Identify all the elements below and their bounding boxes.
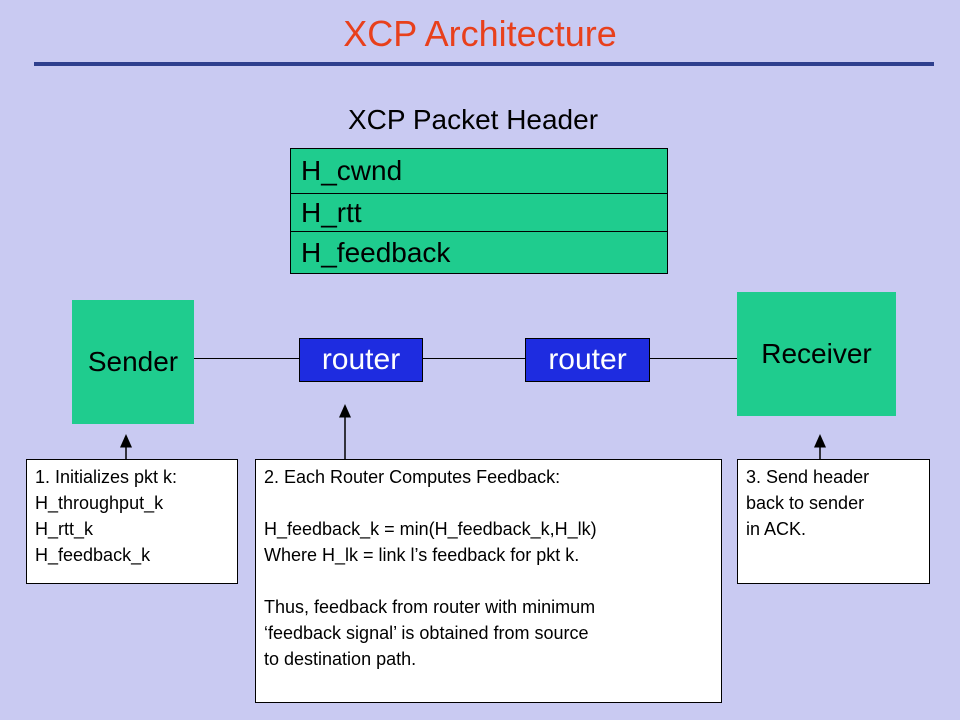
header-field-feedback: H_feedback	[301, 236, 451, 268]
sender-node: Sender	[72, 300, 194, 424]
router-label-1: router	[321, 343, 401, 376]
router-label-2: router	[548, 343, 627, 376]
router-node-2: router	[525, 338, 650, 382]
link-router-router	[423, 358, 525, 359]
link-sender-router	[194, 358, 299, 359]
router-node-1: router	[299, 338, 423, 382]
title-underline	[34, 62, 934, 66]
sender-label: Sender	[87, 346, 179, 377]
receiver-label: Receiver	[761, 338, 872, 369]
receiver-note: 3. Send header back to sender in ACK.	[737, 459, 930, 584]
sender-note: 1. Initializes pkt k: H_throughput_k H_r…	[26, 459, 238, 584]
header-field-rtt: H_rtt	[291, 194, 667, 232]
link-router-receiver	[650, 358, 737, 359]
packet-header-title: XCP Packet Header	[347, 104, 599, 135]
header-field-cwnd: H_cwnd	[291, 149, 667, 194]
slide-title: XCP Architecture	[343, 13, 617, 54]
packet-header-box: H_cwnd H_rtt H_feedback	[290, 148, 668, 274]
receiver-node: Receiver	[737, 292, 896, 416]
router-note: 2. Each Router Computes Feedback: H_feed…	[255, 459, 722, 703]
